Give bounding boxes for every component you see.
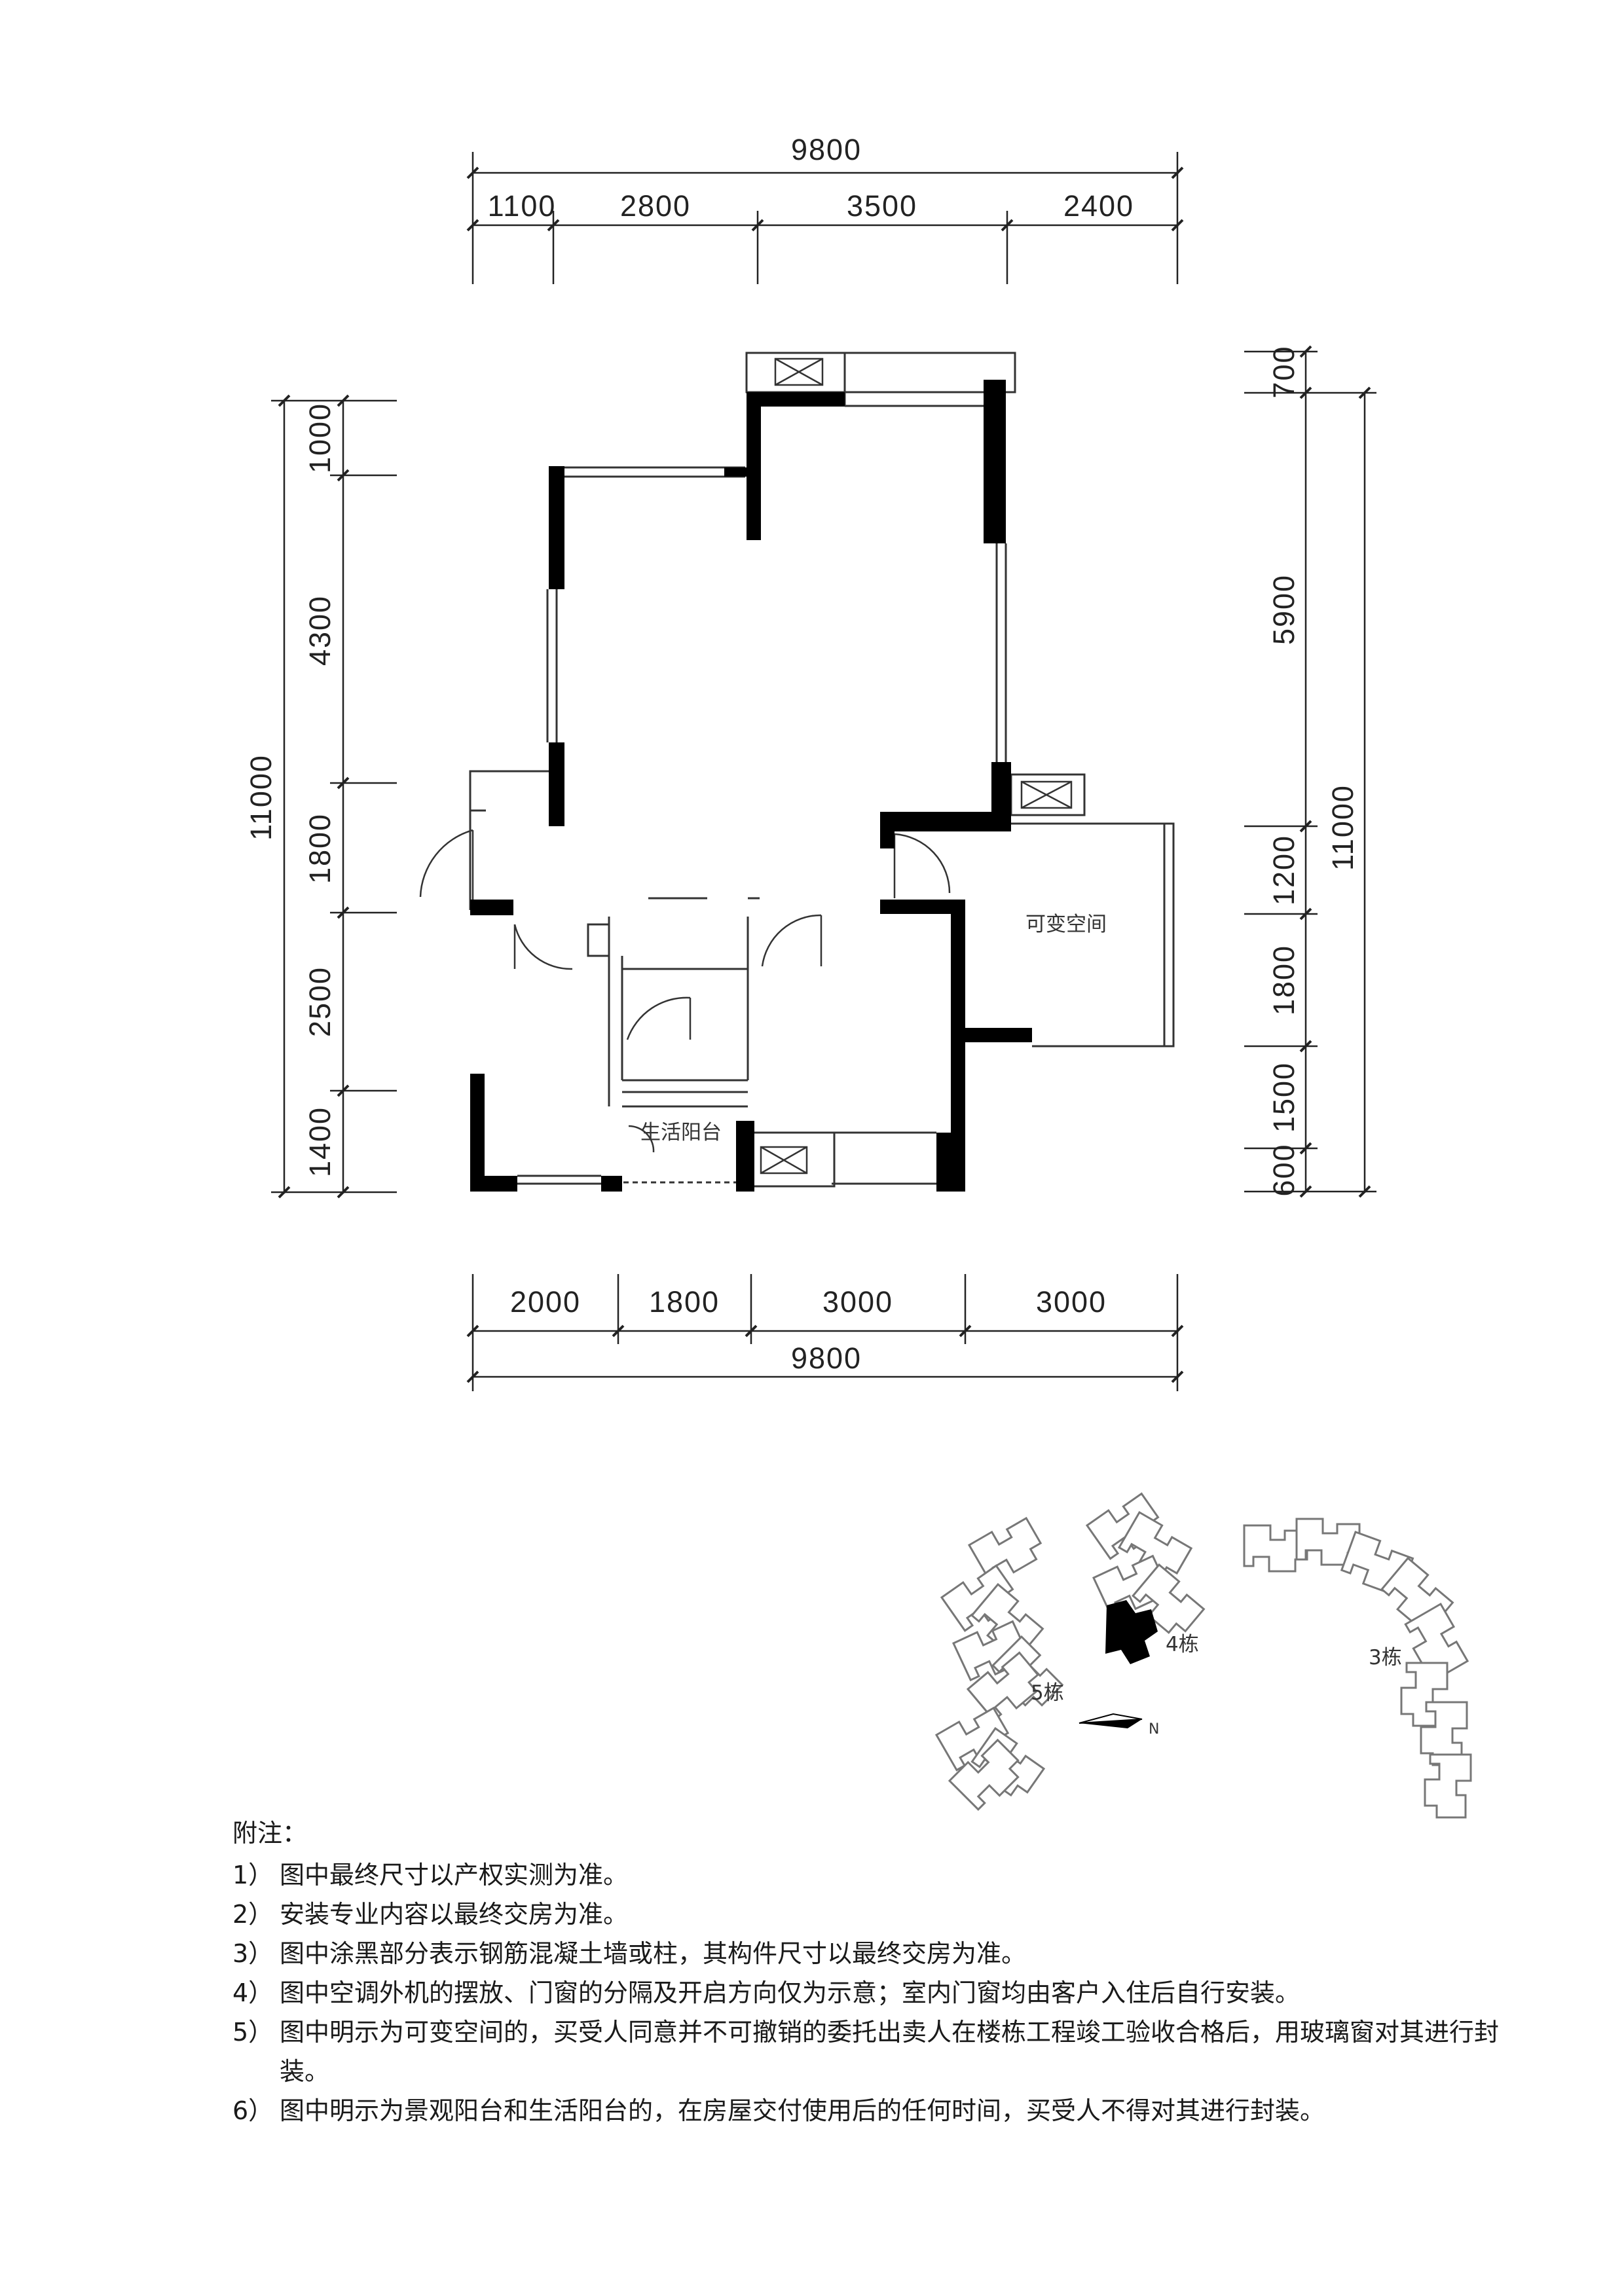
top-dimension-3: 3500 <box>847 189 917 223</box>
building-cluster-3 <box>1243 1518 1473 1819</box>
bottom-dimension-3: 3000 <box>822 1285 893 1319</box>
top-total-dimension: 9800 <box>791 133 862 166</box>
building-cluster-5 <box>935 1512 1067 1814</box>
left-dimension-5: 1400 <box>303 1106 337 1177</box>
note-text: 安装专业内容以最终交房为准。 <box>280 1900 629 1929</box>
left-dimension-3: 1800 <box>303 813 337 884</box>
top-dimension-4: 2400 <box>1063 189 1134 223</box>
right-dimension-4: 1800 <box>1267 945 1301 1015</box>
note-text: 图中明示为景观阳台和生活阳台的，在房屋交付使用后的任何时间，买受人不得对其进行封… <box>280 2096 1325 2125</box>
room-label-flexible-space: 可变空间 <box>1025 913 1107 936</box>
building-3-label: 3栋 <box>1369 1646 1402 1669</box>
note-item: 3） 图中涂黑部分表示钢筋混凝土墙或柱，其构件尺寸以最终交房为准。 <box>232 1934 1542 1973</box>
bottom-dimension-1: 2000 <box>510 1285 581 1319</box>
right-dimension-3: 1200 <box>1267 835 1301 905</box>
note-text: 图中明示为可变空间的，买受人同意并不可撤销的委托出卖人在楼栋工程竣工验收合格后，… <box>280 2018 1500 2086</box>
right-dimension-1: 700 <box>1267 345 1301 398</box>
top-dimension-1: 1100 <box>488 189 557 223</box>
site-key-map: N 4栋 5栋 3栋 <box>935 1488 1473 1819</box>
note-number: 3） <box>232 1939 274 1968</box>
note-number: 5） <box>232 2018 274 2047</box>
note-item: 1） 图中最终尺寸以产权实测为准。 <box>232 1855 1542 1895</box>
bottom-total-dimension: 9800 <box>791 1341 862 1375</box>
left-dimension-lines <box>271 394 397 1199</box>
note-text: 图中涂黑部分表示钢筋混凝土墙或柱，其构件尺寸以最终交房为准。 <box>280 1939 1027 1968</box>
thin-walls <box>469 352 1175 1188</box>
note-item: 6） 图中明示为景观阳台和生活阳台的，在房屋交付使用后的任何时间，买受人不得对其… <box>232 2091 1542 2130</box>
concrete-walls <box>470 380 1032 1192</box>
right-dimension-lines <box>1244 345 1376 1198</box>
note-item: 4） 图中空调外机的摆放、门窗的分隔及开启方向仅为示意；室内门窗均由客户入住后自… <box>232 1973 1542 2013</box>
note-number: 2） <box>232 1900 274 1929</box>
note-number: 1） <box>232 1861 274 1889</box>
note-item: 2） 安装专业内容以最终交房为准。 <box>232 1895 1542 1934</box>
bottom-dimension-4: 3000 <box>1036 1285 1107 1319</box>
north-label: N <box>1149 1721 1159 1738</box>
building-4-label: 4栋 <box>1166 1633 1199 1656</box>
building-4-highlight <box>1105 1600 1158 1664</box>
building-cluster-4 <box>1086 1488 1209 1664</box>
left-dimension-4: 2500 <box>303 966 337 1037</box>
note-number: 6） <box>232 2096 274 2125</box>
note-text: 图中最终尺寸以产权实测为准。 <box>280 1861 629 1889</box>
north-arrow-icon <box>1079 1713 1143 1728</box>
left-dimension-2: 4300 <box>303 595 337 666</box>
bottom-dimension-lines <box>466 1274 1184 1391</box>
building-5-label: 5栋 <box>1031 1681 1064 1705</box>
right-dimension-6: 600 <box>1267 1143 1301 1196</box>
top-dimension-2: 2800 <box>620 189 691 223</box>
left-dimension-1: 1000 <box>303 403 337 473</box>
bottom-dimension-2: 1800 <box>649 1285 720 1319</box>
note-number: 4） <box>232 1978 274 2007</box>
right-dimension-5: 1500 <box>1267 1062 1301 1133</box>
note-text: 图中空调外机的摆放、门窗的分隔及开启方向仅为示意；室内门窗均由客户入住后自行安装… <box>280 1978 1301 2007</box>
door-swings <box>419 829 951 1153</box>
note-item: 5） 图中明示为可变空间的，买受人同意并不可撤销的委托出卖人在楼栋工程竣工验收合… <box>232 2013 1542 2091</box>
right-dimension-2: 5900 <box>1267 574 1301 645</box>
notes-title: 附注： <box>232 1819 308 1848</box>
notes-section: 附注： 1） 图中最终尺寸以产权实测为准。 2） 安装专业内容以最终交房为准。 … <box>232 1813 1542 2130</box>
left-total-dimension: 11000 <box>244 754 278 841</box>
right-total-dimension: 11000 <box>1326 784 1359 871</box>
room-label-utility-balcony: 生活阳台 <box>640 1121 722 1144</box>
top-dimension-lines <box>466 152 1184 284</box>
ac-unit-icon <box>760 357 1073 1175</box>
